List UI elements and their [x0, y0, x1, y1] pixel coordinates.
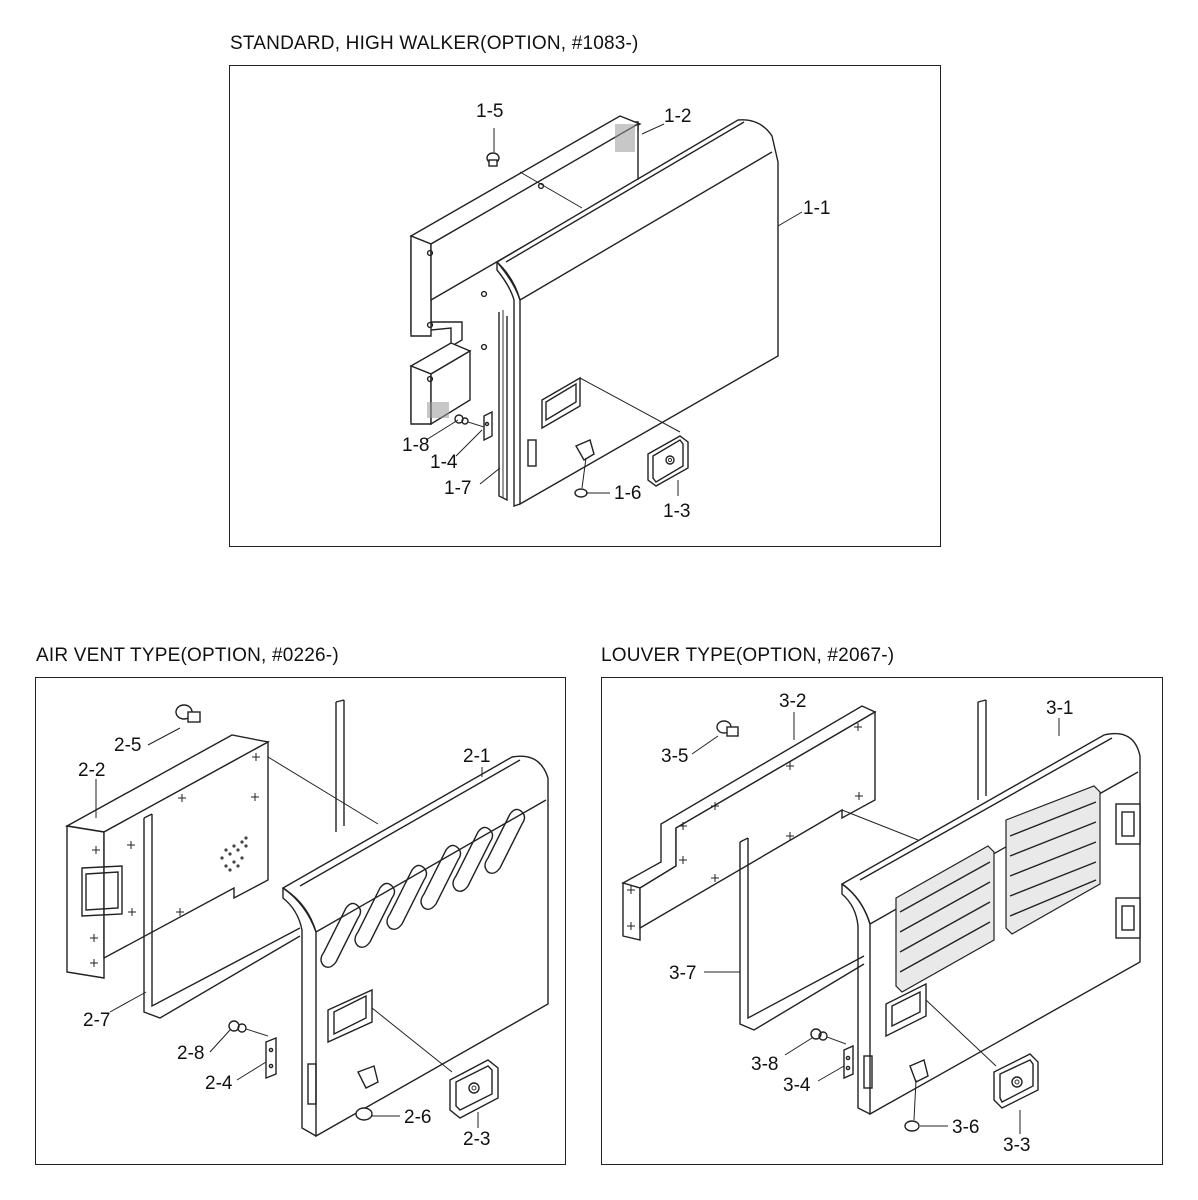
part-3-5-bolt: [716, 720, 739, 737]
part-1-3-handle: [647, 435, 689, 487]
part-3-1-outer-cover: [840, 732, 1141, 1116]
callout-3-2: 3-2: [779, 691, 806, 712]
part-1-latch-bracket: [527, 439, 537, 467]
part-2-4-striker: [265, 1036, 277, 1080]
part-1-2-inner-plate: [409, 115, 642, 426]
part-3-2-inner-plate: [621, 705, 877, 941]
part-3-4-striker: [843, 1044, 854, 1080]
part-2-8-bolt: [228, 1020, 269, 1037]
part-1-6-nut: [574, 488, 588, 498]
part-2-6-nut: [355, 1107, 373, 1121]
callout-2-5: 2-5: [114, 735, 141, 756]
callout-1-2: 1-2: [664, 106, 691, 127]
callout-3-8: 3-8: [751, 1054, 778, 1075]
callout-1-7: 1-7: [444, 478, 471, 499]
section-title-air-vent: AIR VENT TYPE(OPTION, #0226-): [36, 645, 339, 666]
part-3-clip: [909, 1059, 929, 1083]
callout-2-3: 2-3: [463, 1129, 490, 1150]
part-2-5-bolt: [175, 704, 201, 723]
callout-2-8: 2-8: [177, 1043, 204, 1064]
part-1-4-striker: [483, 410, 493, 442]
callout-3-6: 3-6: [952, 1117, 979, 1138]
part-2-3-handle: [449, 1059, 499, 1119]
part-3-3-handle: [993, 1053, 1039, 1109]
callout-1-3: 1-3: [663, 501, 690, 522]
callout-3-5: 3-5: [661, 746, 688, 767]
callout-3-3: 3-3: [1003, 1135, 1030, 1156]
part-1-5-bolt: [486, 152, 500, 167]
part-3-7-seal: [739, 699, 987, 1031]
callout-3-1: 3-1: [1046, 698, 1073, 719]
part-2-clip: [357, 1065, 379, 1089]
part-2-7-seal: [143, 699, 345, 1019]
vent-slots: [320, 808, 526, 969]
callout-2-1: 2-1: [463, 746, 490, 767]
callout-1-1: 1-1: [803, 198, 830, 219]
callout-2-2: 2-2: [78, 760, 105, 781]
part-3-6-nut: [904, 1120, 920, 1132]
callout-1-6: 1-6: [614, 483, 641, 504]
callout-2-7: 2-7: [83, 1010, 110, 1031]
part-1-7-seal: [498, 310, 508, 502]
part-1-clip: [575, 439, 595, 461]
callout-1-4: 1-4: [430, 452, 458, 473]
part-2-1-outer-cover: [281, 755, 549, 1138]
part-3-8-bolt: [810, 1028, 847, 1045]
standard-diagram: 1-1 1-2 1-3 1-4 1-5 1-6 1-7 1-8: [402, 101, 830, 522]
section-title-standard: STANDARD, HIGH WALKER(OPTION, #1083-): [230, 33, 639, 54]
callout-1-8: 1-8: [402, 435, 429, 456]
callout-3-7: 3-7: [669, 963, 696, 984]
callout-2-6: 2-6: [404, 1107, 431, 1128]
callout-3-4: 3-4: [783, 1075, 811, 1096]
callout-1-5: 1-5: [476, 101, 503, 122]
section-title-louver: LOUVER TYPE(OPTION, #2067-): [601, 645, 895, 666]
air-vent-diagram: 2-1 2-2 2-3 2-4 2-5 2-6 2-7 2-8: [64, 699, 549, 1150]
part-2-2-inner-plate: [64, 734, 271, 979]
part-1-1-outer-cover: [495, 119, 779, 507]
louver-diagram: 3-1 3-2 3-3 3-4 3-5 3-6 3-7 3-8: [621, 691, 1141, 1156]
callout-2-4: 2-4: [205, 1073, 233, 1094]
part-1-8-bolt: [454, 414, 485, 428]
